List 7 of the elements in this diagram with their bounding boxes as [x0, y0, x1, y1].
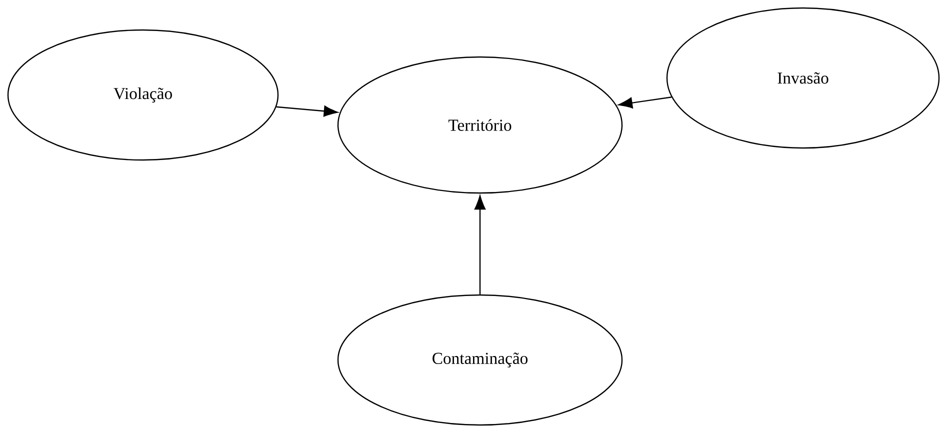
arrow — [276, 106, 338, 117]
ellipse-node: Contaminação — [337, 294, 623, 426]
arrow — [474, 195, 486, 294]
ellipse-node: Violação — [7, 29, 279, 161]
ellipse-node: Território — [337, 56, 623, 194]
arrow — [618, 96, 672, 108]
ellipse-node: Invasão — [666, 7, 940, 149]
